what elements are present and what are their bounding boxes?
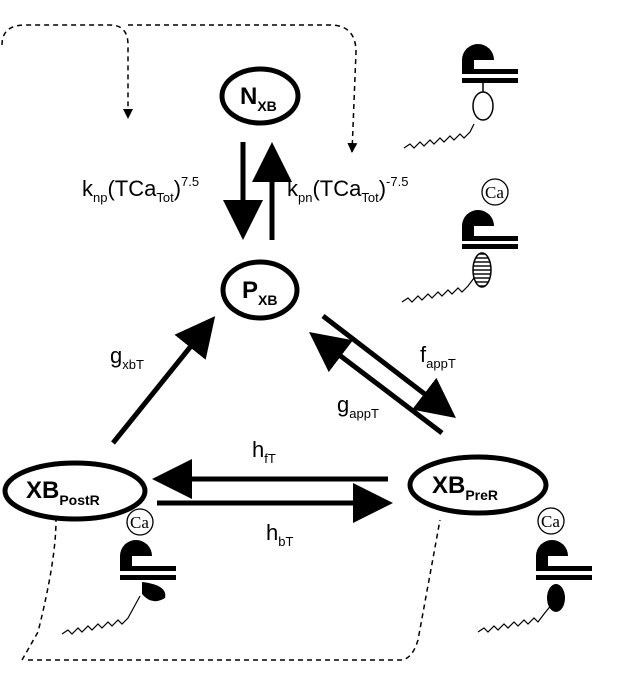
calcium-feedback-path-left (1, 24, 133, 661)
state-p-xb-label: PXB (242, 277, 277, 308)
calcium-label-p: Ca (485, 183, 504, 202)
rate-kpn-label: kpn(TCaTot)-7.5 (287, 174, 408, 205)
crossbridge-icon-postrotation: Ca (61, 508, 176, 635)
rate-gappt-label: gappT (337, 392, 379, 421)
rate-hbt-label: hbT (266, 520, 293, 549)
rate-knp-label: knp(TCaTot)7.5 (82, 174, 199, 205)
state-n-xb-ellipse (219, 66, 301, 126)
state-xb-postr-ellipse (2, 460, 148, 522)
state-xb-postr-label: XBPostR (26, 477, 100, 508)
rate-fappt-label: fappT (420, 342, 456, 371)
calcium-label-postr: Ca (130, 513, 149, 532)
rate-hft-label: hfT (252, 437, 276, 466)
state-xb-prer-ellipse (407, 454, 549, 516)
crossbridge-icon-permissive: Ca (401, 178, 518, 303)
arrow-prer-to-p (309, 331, 444, 435)
arrow-postr-to-p (111, 316, 216, 445)
state-xb-prer-label: XBPreR (432, 472, 498, 503)
calcium-label-prer: Ca (541, 512, 560, 531)
crossbridge-icon-nonpermissive (403, 44, 518, 149)
state-p-xb-ellipse (220, 259, 300, 321)
crossbridge-icon-prerotation: Ca (477, 507, 592, 633)
calcium-feedback-path-right (28, 24, 441, 661)
rate-gxbt-label: gxbT (110, 343, 144, 372)
state-n-xb-label: NXB (240, 83, 277, 114)
